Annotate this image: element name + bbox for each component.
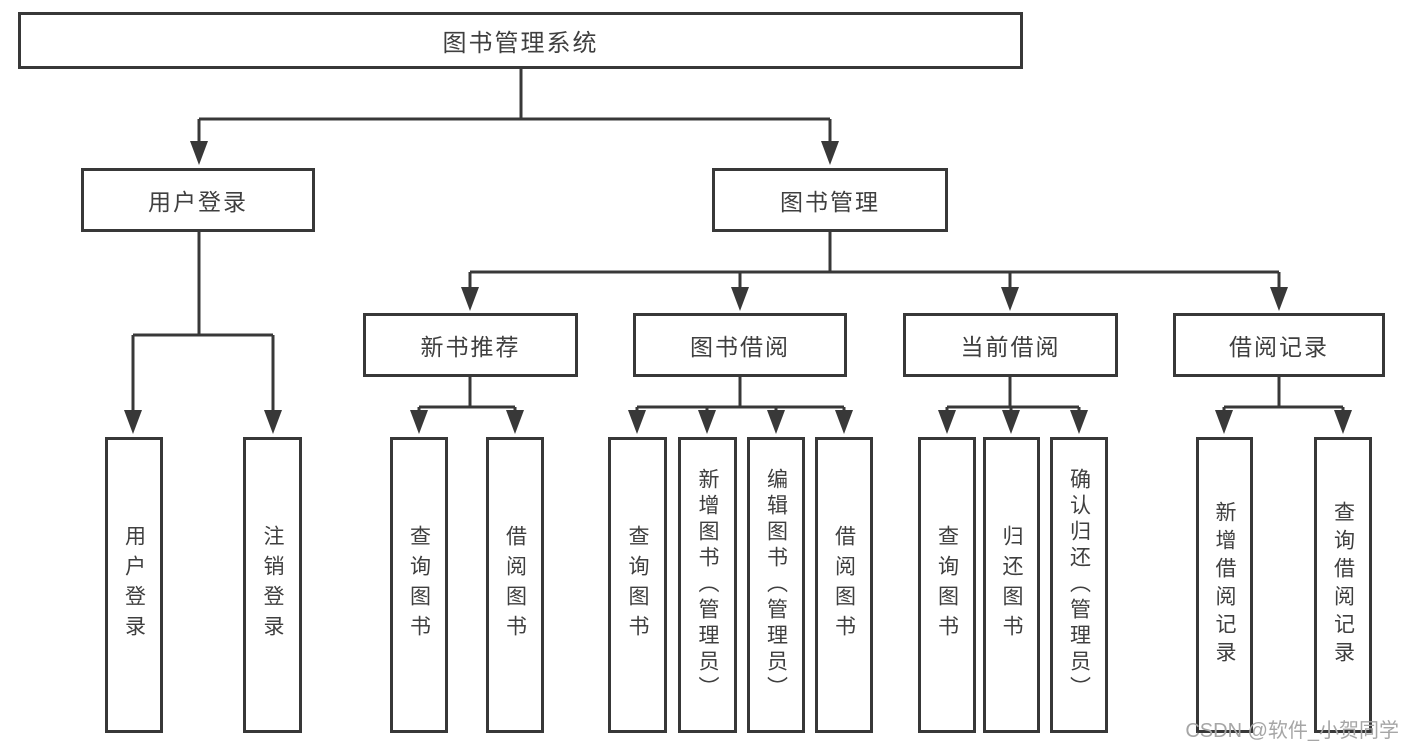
node-book-management-label: 图书管理 — [780, 189, 880, 215]
leaf-return-book: 归还图书 — [983, 437, 1040, 733]
arrowhead-icons — [124, 141, 1352, 434]
leaf-edit-book-admin: 编辑图书（管理员） — [747, 437, 805, 733]
leaf-logout: 注销登录 — [243, 437, 302, 733]
node-library-system: 图书管理系统 — [18, 12, 1023, 69]
node-user-login: 用户登录 — [81, 168, 315, 232]
node-borrowing-records-label: 借阅记录 — [1229, 334, 1329, 360]
csdn-watermark: CSDN @软件_小贺同学 — [1185, 720, 1399, 742]
node-new-book-recommend-label: 新书推荐 — [420, 334, 521, 360]
node-new-book-recommend: 新书推荐 — [363, 313, 578, 377]
leaf-query-books-recommend: 查询图书 — [390, 437, 448, 733]
leaf-query-books-borrow: 查询图书 — [608, 437, 667, 733]
node-current-borrowing-label: 当前借阅 — [960, 334, 1061, 360]
node-book-borrowing: 图书借阅 — [633, 313, 847, 377]
leaf-borrow-books-recommend: 借阅图书 — [486, 437, 544, 733]
leaf-query-borrow-record: 查询借阅记录 — [1314, 437, 1372, 733]
node-borrowing-records: 借阅记录 — [1173, 313, 1385, 377]
leaf-confirm-return-admin: 确认归还（管理员） — [1050, 437, 1108, 733]
leaf-query-books-current: 查询图书 — [918, 437, 976, 733]
leaf-add-borrow-record: 新增借阅记录 — [1196, 437, 1253, 733]
leaf-add-book-admin: 新增图书（管理员） — [678, 437, 737, 733]
node-book-borrowing-label: 图书借阅 — [690, 334, 790, 360]
node-library-system-label: 图书管理系统 — [442, 30, 599, 57]
node-book-management: 图书管理 — [712, 168, 948, 232]
leaf-borrow-books: 借阅图书 — [815, 437, 873, 733]
node-current-borrowing: 当前借阅 — [903, 313, 1118, 377]
connector-lines — [131, 69, 1345, 412]
node-user-login-label: 用户登录 — [148, 189, 248, 215]
leaf-user-login: 用户登录 — [105, 437, 163, 733]
